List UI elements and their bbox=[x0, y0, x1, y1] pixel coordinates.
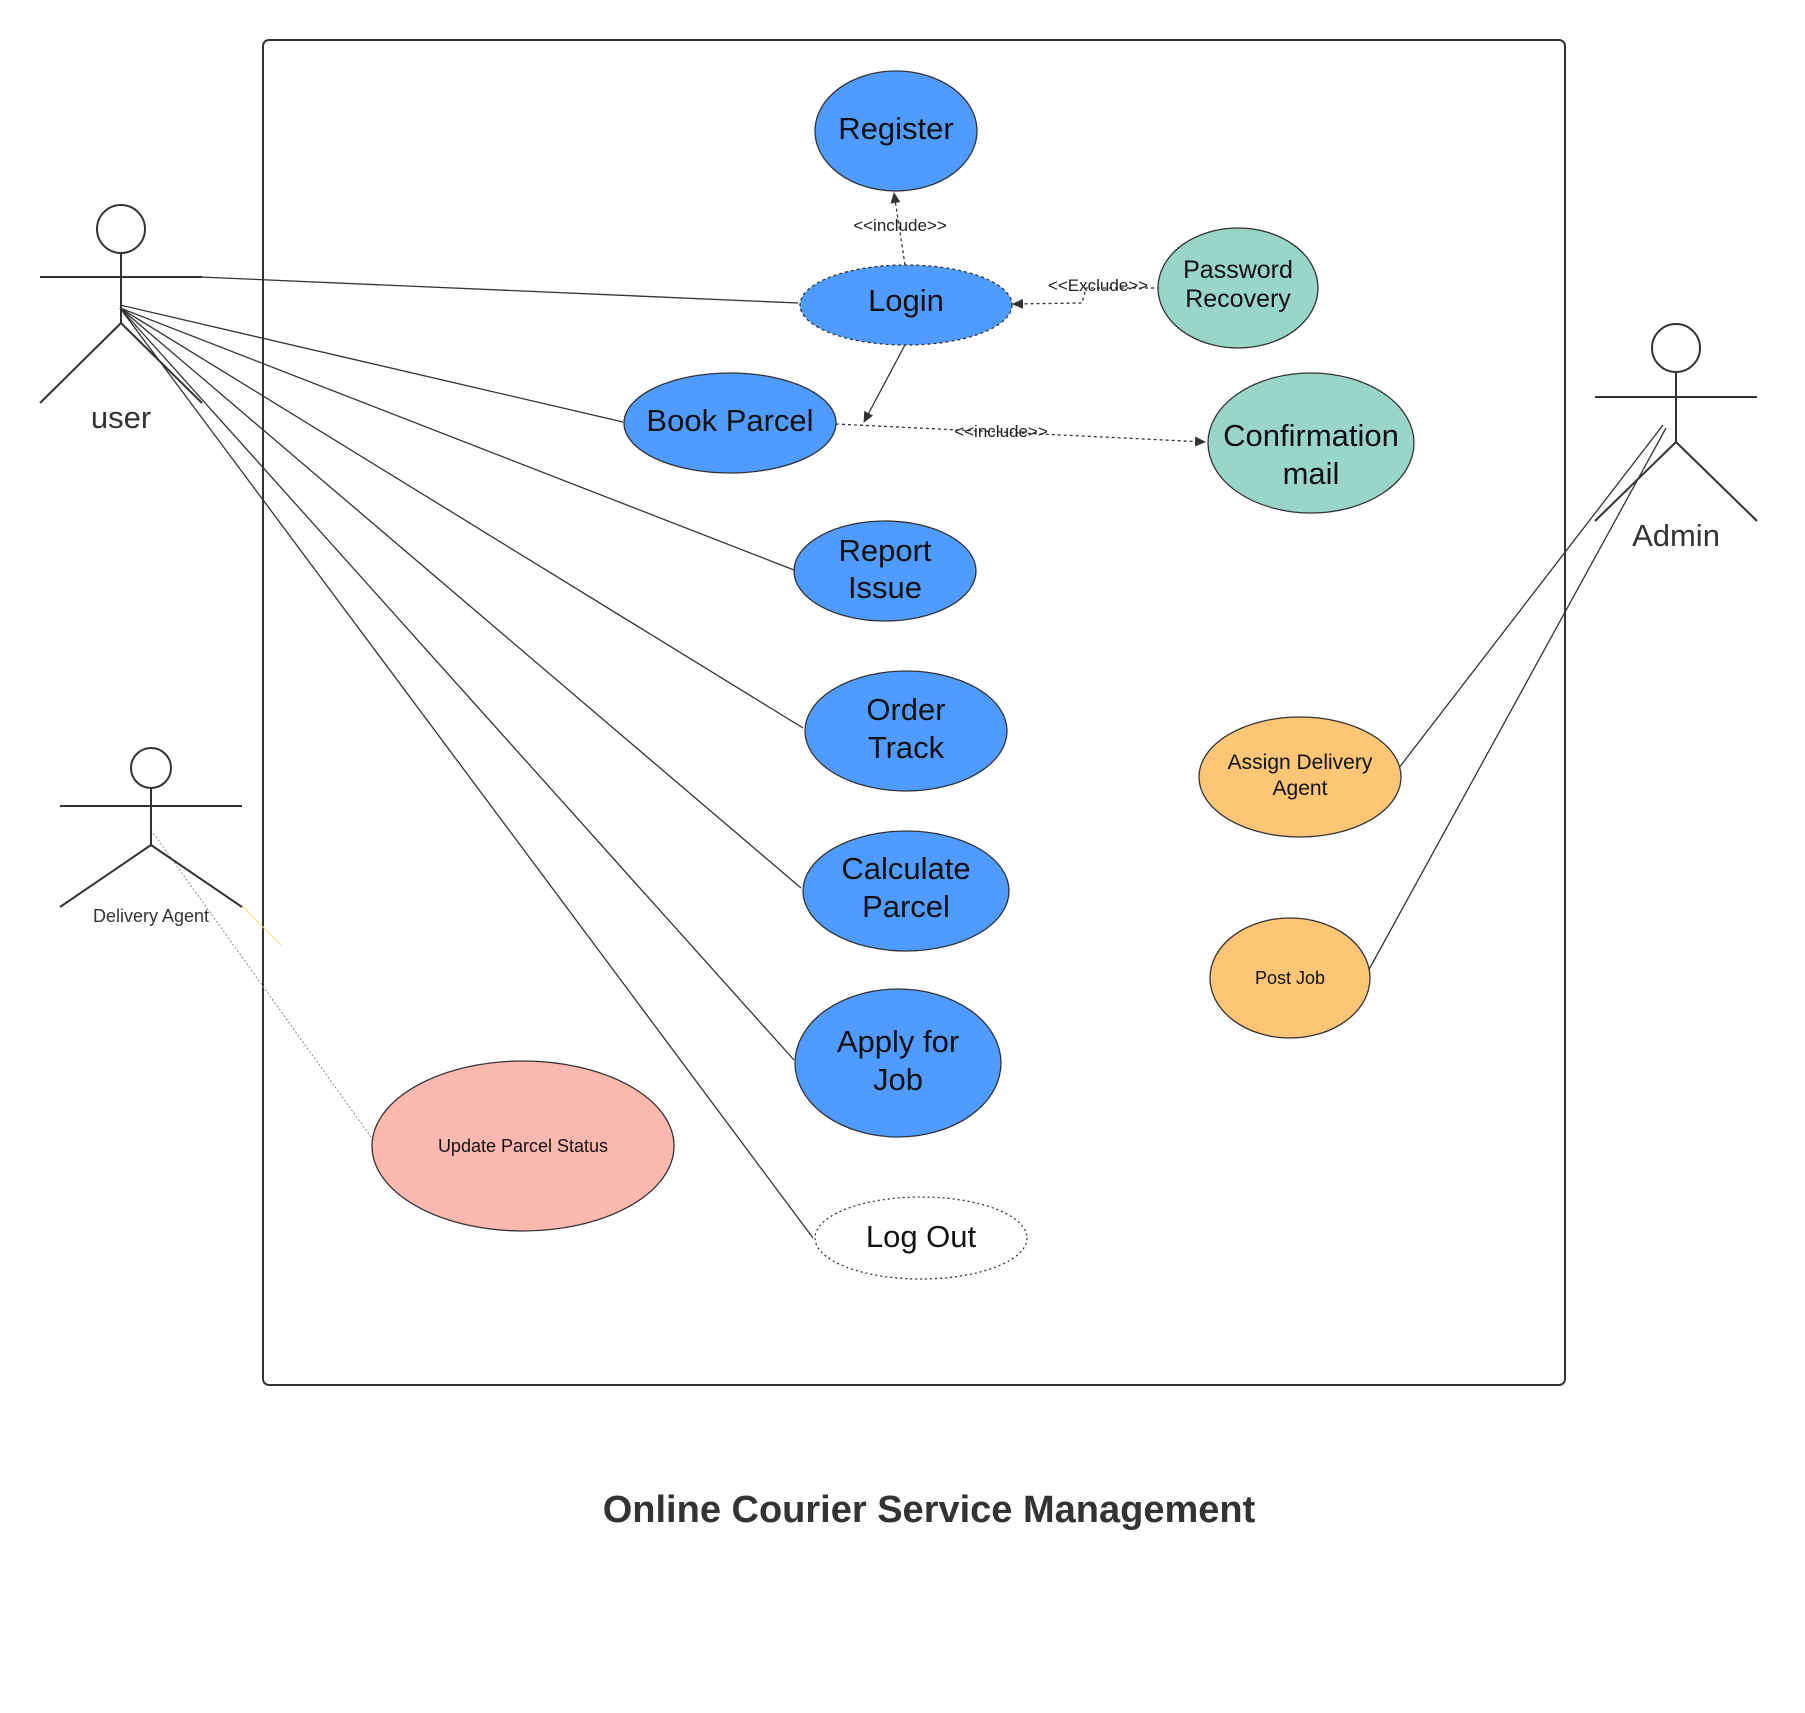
user-label: user bbox=[91, 400, 151, 435]
delivery-agent-label: Delivery Agent bbox=[93, 906, 209, 926]
actor-user[interactable]: user bbox=[39, 204, 203, 435]
book-parcel-ellipse bbox=[623, 372, 837, 474]
exclude-password-login bbox=[1012, 287, 1160, 309]
use-case-login[interactable]: Login bbox=[799, 264, 1013, 346]
post-job-ellipse bbox=[1209, 917, 1371, 1039]
report-issue-ellipse bbox=[793, 520, 977, 622]
use-case-post-job[interactable]: Post Job bbox=[1209, 917, 1371, 1039]
admin-associations bbox=[1365, 424, 1667, 976]
include-login-register bbox=[890, 192, 906, 266]
use-case-order-track[interactable]: Order Track bbox=[804, 670, 1008, 792]
confirmation-mail-ellipse bbox=[1207, 372, 1415, 514]
exclude-password-label: <<Exclude>> bbox=[1048, 276, 1148, 295]
actor-delivery-agent[interactable]: Delivery Agent bbox=[59, 747, 243, 926]
apply-for-job-ellipse bbox=[794, 988, 1002, 1138]
calculate-parcel-label-2: Parcel bbox=[862, 889, 950, 924]
assoc-user-apply-for-job bbox=[119, 307, 795, 1061]
include-register-label: <<include>> bbox=[853, 216, 947, 235]
assign-delivery-agent-ellipse bbox=[1198, 716, 1402, 838]
use-case-password-recovery[interactable]: Password Recovery bbox=[1157, 227, 1319, 349]
order-track-ellipse bbox=[804, 670, 1008, 792]
assign-delivery-agent-label-2: Agent bbox=[1273, 777, 1328, 800]
post-job-label: Post Job bbox=[1255, 968, 1325, 988]
report-issue-label-1: Report bbox=[838, 533, 931, 568]
assoc-admin-post-job bbox=[1365, 427, 1667, 976]
user-associations bbox=[119, 276, 814, 1239]
admin-label: Admin bbox=[1632, 518, 1720, 553]
register-label: Register bbox=[838, 111, 953, 146]
update-parcel-status-label: Update Parcel Status bbox=[438, 1136, 608, 1156]
login-label: Login bbox=[868, 283, 944, 318]
admin-leg-left bbox=[1594, 441, 1677, 522]
user-head bbox=[96, 204, 146, 254]
use-case-assign-delivery-agent[interactable]: Assign Delivery Agent bbox=[1198, 716, 1402, 838]
login-ellipse bbox=[799, 264, 1013, 346]
use-case-calculate-parcel[interactable]: Calculate Parcel bbox=[802, 830, 1010, 952]
assign-delivery-agent-label-1: Assign Delivery bbox=[1228, 751, 1373, 774]
password-recovery-label-1: Password bbox=[1183, 256, 1293, 284]
assoc-user-report-issue bbox=[119, 307, 795, 571]
confirmation-mail-label-1: Confirmation bbox=[1223, 418, 1399, 453]
flow-login-book-parcel bbox=[863, 342, 907, 423]
use-case-confirmation-mail[interactable]: Confirmation mail bbox=[1207, 372, 1415, 514]
use-case-apply-for-job[interactable]: Apply for Job bbox=[794, 988, 1002, 1138]
diagram-title: Online Courier Service Management bbox=[603, 1489, 1256, 1531]
password-recovery-ellipse bbox=[1157, 227, 1319, 349]
delivery-agent-head bbox=[130, 747, 172, 789]
calculate-parcel-label-1: Calculate bbox=[841, 851, 970, 886]
update-parcel-status-ellipse bbox=[371, 1060, 675, 1232]
password-recovery-label-2: Recovery bbox=[1185, 285, 1291, 313]
assoc-user-book-parcel bbox=[119, 304, 624, 423]
use-case-book-parcel[interactable]: Book Parcel bbox=[623, 372, 837, 474]
assoc-user-login bbox=[199, 276, 799, 304]
assoc-user-log-out bbox=[119, 307, 814, 1239]
calculate-parcel-ellipse bbox=[802, 830, 1010, 952]
assoc-user-calculate-parcel bbox=[119, 307, 802, 889]
assoc-user-order-track bbox=[119, 307, 804, 729]
use-case-update-parcel-status[interactable]: Update Parcel Status bbox=[371, 1060, 675, 1232]
system-boundary bbox=[262, 39, 1566, 1386]
order-track-label-2: Track bbox=[868, 730, 945, 765]
delivery-agent-leg-left bbox=[59, 844, 152, 908]
agent-highlight-mark bbox=[240, 904, 282, 946]
include-book-confirmation bbox=[835, 423, 1206, 447]
apply-for-job-label-1: Apply for bbox=[837, 1024, 959, 1059]
use-case-log-out[interactable]: Log Out bbox=[814, 1196, 1028, 1280]
confirmation-mail-label-2: mail bbox=[1283, 456, 1340, 491]
use-case-report-issue[interactable]: Report Issue bbox=[793, 520, 977, 622]
report-issue-label-2: Issue bbox=[848, 570, 922, 605]
admin-head bbox=[1651, 323, 1701, 373]
book-parcel-label: Book Parcel bbox=[646, 403, 813, 438]
admin-leg-right bbox=[1675, 441, 1758, 522]
use-case-register[interactable]: Register bbox=[814, 70, 978, 192]
log-out-label: Log Out bbox=[866, 1219, 977, 1254]
user-leg-right bbox=[120, 322, 203, 404]
include-confirmation-label: <<include>> bbox=[954, 422, 1048, 441]
register-ellipse bbox=[814, 70, 978, 192]
apply-for-job-label-2: Job bbox=[873, 1062, 923, 1097]
user-leg-left bbox=[39, 322, 122, 404]
log-out-ellipse bbox=[814, 1196, 1028, 1280]
actor-admin[interactable]: Admin bbox=[1594, 323, 1758, 553]
order-track-label-1: Order bbox=[866, 692, 945, 727]
assoc-agent-update-status bbox=[150, 829, 372, 1138]
delivery-agent-leg-right bbox=[150, 844, 243, 908]
assoc-admin-assign-agent bbox=[1394, 424, 1664, 774]
